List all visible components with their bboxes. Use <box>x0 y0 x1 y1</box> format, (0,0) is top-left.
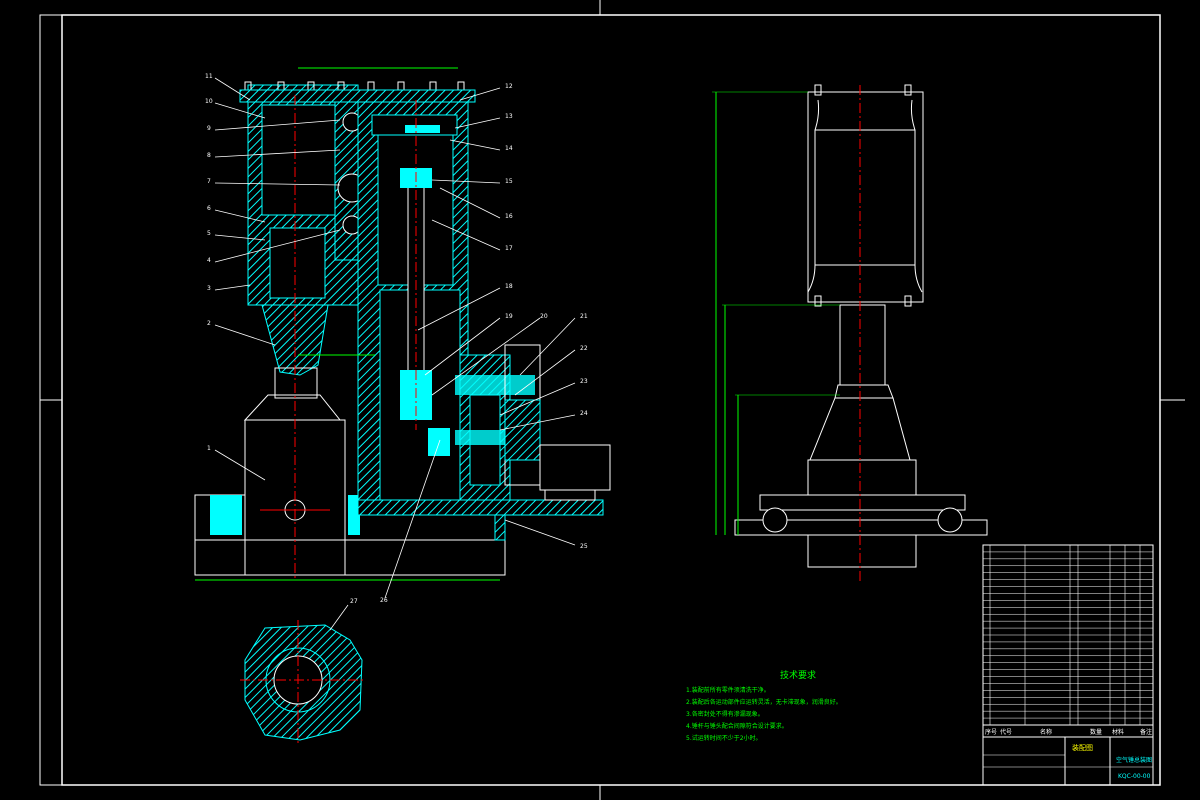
callout: 9 <box>207 125 211 132</box>
callout: 20 <box>540 313 548 320</box>
callout: 18 <box>505 283 513 290</box>
header-cell: 数量 <box>1090 728 1102 736</box>
callout: 22 <box>580 345 588 352</box>
callout: 27 <box>350 598 358 605</box>
callout: 26 <box>380 597 388 604</box>
callout: 1 <box>207 445 211 452</box>
drawing-name: 空气锤总装图 <box>1116 756 1152 764</box>
main-section-view: 11 10 9 8 7 6 5 4 3 2 1 12 13 14 15 16 1… <box>194 67 611 604</box>
callout: 5 <box>207 230 211 237</box>
tech-note: 2.装配后各运动部件应运转灵活，无卡滞现象，润滑良好。 <box>686 698 842 706</box>
tech-note: 5.试运转时间不少于2小时。 <box>686 734 762 742</box>
callout: 15 <box>505 178 513 185</box>
tech-note: 1.装配前所有零件须清洗干净。 <box>686 686 770 694</box>
header-cell: 材料 <box>1112 728 1124 736</box>
callout: 4 <box>207 257 211 264</box>
callout: 13 <box>505 113 513 120</box>
callout: 16 <box>505 213 513 220</box>
header-cell: 代号 <box>1000 728 1012 736</box>
technical-requirements: 技术要求 1.装配前所有零件须清洗干净。 2.装配后各运动部件应运转灵活，无卡滞… <box>686 669 842 742</box>
callout: 11 <box>205 73 213 80</box>
header-cell: 备注 <box>1140 728 1152 736</box>
title-block: 装配图 空气锤总装图 KQC-00-00 <box>982 736 1154 786</box>
callout: 14 <box>505 145 513 152</box>
tech-title: 技术要求 <box>780 669 816 681</box>
callout: 7 <box>207 178 211 185</box>
tech-note: 3.各密封处不得有渗漏现象。 <box>686 710 764 718</box>
parts-header: 序号 代号 名称 数量 材料 备注 <box>982 724 1154 738</box>
parts-list <box>982 544 1154 726</box>
callout: 8 <box>207 152 211 159</box>
header-cell: 序号 <box>985 728 997 736</box>
callout: 24 <box>580 410 588 417</box>
drawing-type: 装配图 <box>1072 743 1093 752</box>
callout: 19 <box>505 313 513 320</box>
header-cell: 名称 <box>1040 728 1052 736</box>
callout: 2 <box>207 320 211 327</box>
side-elevation-view <box>712 84 988 582</box>
tech-note: 4.锤杆与锤头配合间隙符合设计要求。 <box>686 722 788 730</box>
callout: 21 <box>580 313 588 320</box>
callout: 10 <box>205 98 213 105</box>
callout: 12 <box>505 83 513 90</box>
callout: 3 <box>207 285 211 292</box>
callout: 25 <box>580 543 588 550</box>
detail-section-view: 27 <box>240 598 365 745</box>
drawing-number: KQC-00-00 <box>1118 773 1151 780</box>
callout: 17 <box>505 245 513 252</box>
callout: 23 <box>580 378 588 385</box>
callout: 6 <box>207 205 211 212</box>
